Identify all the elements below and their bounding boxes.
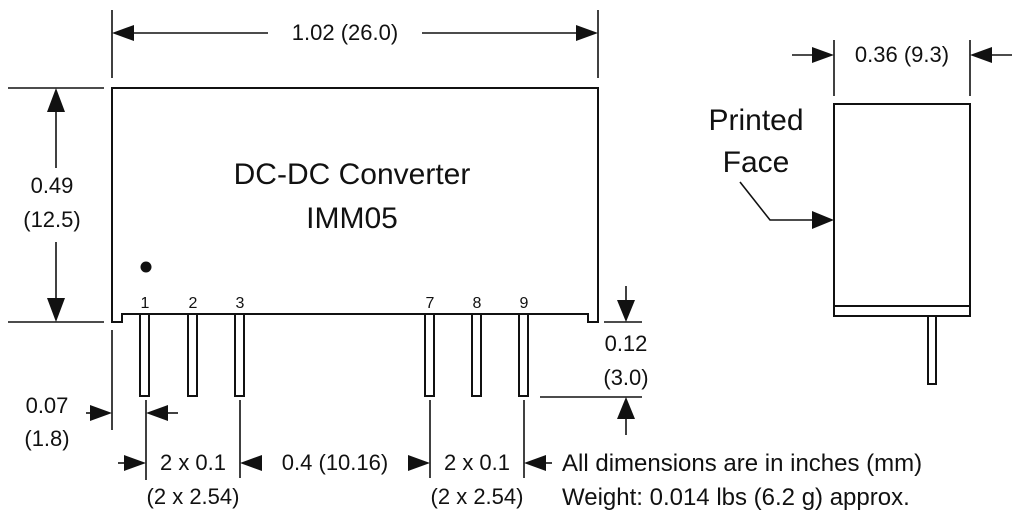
pin-number: 7 (426, 295, 435, 312)
pin-pitch-dimension-right: 2 x 0.1 (2 x 2.54) (431, 400, 552, 509)
pin-number: 9 (520, 295, 529, 312)
part-model: IMM05 (306, 202, 398, 235)
pin-pitch-right-mm-label: (2 x 2.54) (431, 484, 524, 509)
printed-face-label-line2: Face (723, 146, 790, 179)
pin1-marker-dot (140, 261, 152, 273)
pin-length-inch-label: 0.12 (605, 331, 648, 356)
printed-face-arrow (812, 211, 834, 229)
edge-offset-inch-label: 0.07 (26, 393, 69, 418)
pin-pitch-left-mm-label: (2 x 2.54) (147, 484, 240, 509)
pin-number: 8 (473, 295, 482, 312)
converter-body-side (833, 103, 971, 317)
length-label: 1.02 (26.0) (292, 20, 398, 45)
pin-7 (424, 313, 435, 397)
edge-offset-mm-label: (1.8) (24, 426, 69, 451)
pin-pitch-left-inch-label: 2 x 0.1 (160, 450, 226, 475)
pin-pitch-right-inch-label: 2 x 0.1 (444, 450, 510, 475)
group-gap-label: 0.4 (10.16) (282, 450, 388, 475)
pin-number: 1 (141, 295, 150, 312)
pin-number: 3 (236, 295, 245, 312)
pin-length-mm-label: (3.0) (603, 365, 648, 390)
pin-1 (139, 313, 150, 397)
pins (139, 313, 529, 397)
edge-offset-dimension: 0.07 (1.8) (24, 330, 178, 480)
height-inch-label: 0.49 (31, 173, 74, 198)
height-dimension: 0.49 (12.5) (8, 87, 104, 323)
part-title: DC-DC Converter (234, 158, 471, 191)
side-view: 0.36 (9.3) Printed Face (708, 40, 1012, 385)
weight-note: Weight: 0.014 lbs (6.2 g) approx. (562, 484, 910, 511)
pin-8 (471, 313, 482, 397)
pin-pitch-dimension-left: 2 x 0.1 (2 x 2.54) (118, 400, 262, 509)
group-gap-dimension: 0.4 (10.16) (282, 400, 431, 478)
pin-number: 2 (189, 295, 198, 312)
height-mm-label: (12.5) (23, 207, 80, 232)
pin-2 (187, 313, 198, 397)
units-note: All dimensions are in inches (mm) (562, 450, 922, 477)
printed-face-label-line1: Printed (708, 104, 803, 137)
length-dimension: 1.02 (26.0) (111, 10, 599, 78)
pin-9 (518, 313, 529, 397)
side-pin (927, 315, 937, 385)
pin-length-dimension: 0.12 (3.0) (540, 286, 649, 435)
width-label: 0.36 (9.3) (855, 42, 949, 67)
converter-body-front (111, 87, 599, 323)
pin-3 (234, 313, 245, 397)
